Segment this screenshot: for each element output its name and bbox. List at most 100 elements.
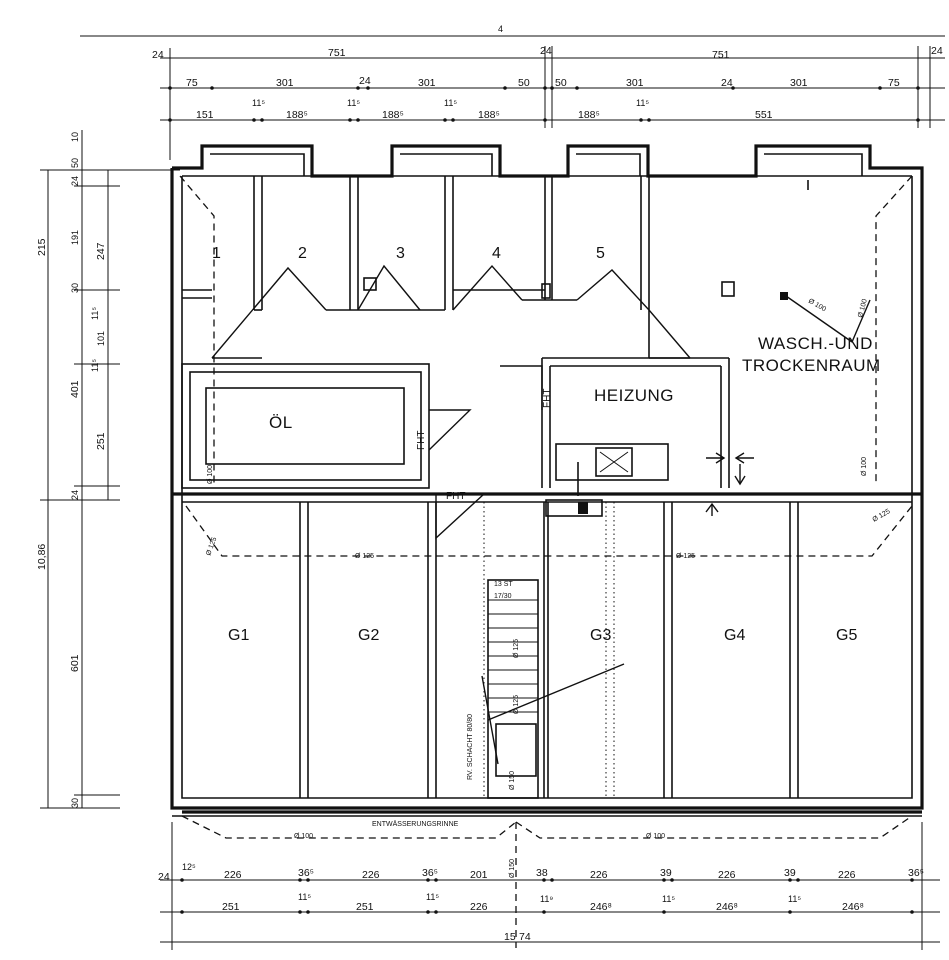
room-label-oel: ÖL xyxy=(269,413,293,432)
dim-row3-115a: 11⁵ xyxy=(252,98,265,108)
dim-left-191: 191 xyxy=(70,230,80,245)
dim-left-401: 401 xyxy=(69,380,81,398)
arrows xyxy=(705,452,754,516)
fht-label-oel: FHT xyxy=(416,431,427,450)
dim-bottom-24: 24 xyxy=(158,871,170,883)
pipe-150-drain: Ø 150 xyxy=(509,859,516,878)
dim-row3-115b: 11⁵ xyxy=(347,98,360,108)
dim-bottom-39b: 39 xyxy=(784,867,796,879)
shaft-label: RV. SCHACHT 80/80 xyxy=(467,714,474,780)
dim-left-30a: 30 xyxy=(70,283,80,293)
dim-left-50: 50 xyxy=(70,158,80,168)
dim-bottom2-115d: 11⁵ xyxy=(788,894,801,904)
dim-bottom2-119: 11⁹ xyxy=(540,894,553,904)
dim-left-24b: 24 xyxy=(70,490,80,500)
top-dimensions: 24 751 24 751 24 4 75 301 24 301 50 50 3… xyxy=(80,24,945,160)
dim-row2-301d: 301 xyxy=(790,77,808,89)
dim-bottom2-2468b: 246⁸ xyxy=(716,901,738,913)
steps-label: 13 ST xyxy=(494,581,513,588)
dim-row2-301b: 301 xyxy=(418,77,436,89)
dim-row2-301c: 301 xyxy=(626,77,644,89)
dim-bottom2-2468a: 246⁸ xyxy=(590,901,612,913)
door-swings xyxy=(211,264,691,540)
building-walls xyxy=(170,144,924,817)
garage-label-g2: G2 xyxy=(358,627,379,644)
dim-row2-50b: 50 xyxy=(555,77,567,89)
dim-row3-1885b: 188⁵ xyxy=(382,109,404,121)
staircase xyxy=(487,499,603,799)
dim-row3-115d: 11⁵ xyxy=(636,98,649,108)
dim-bottom-201: 201 xyxy=(470,869,488,881)
pipe-125-corner-right: Ø 125 xyxy=(872,508,892,524)
pipe-100-right: Ø 100 xyxy=(861,457,868,476)
oil-tank xyxy=(205,387,405,465)
dim-left-101: 101 xyxy=(96,331,106,346)
garage-label-g5: G5 xyxy=(836,627,857,644)
pipe-100-wasch-b: Ø 100 xyxy=(857,298,869,318)
dim-top-751-left: 751 xyxy=(328,47,346,59)
chimney xyxy=(545,499,603,517)
dim-bottom3-74: 74 xyxy=(519,931,531,943)
steps-ratio: 17/30 xyxy=(494,593,512,600)
dim-top-corner: 4 xyxy=(498,24,503,34)
dim-bottom-365a: 36⁵ xyxy=(298,867,314,879)
room-label-4: 4 xyxy=(492,245,501,262)
dim-bottom-125: 12⁵ xyxy=(182,862,196,872)
pipe-100-bottom-right: Ø 100 xyxy=(646,833,665,840)
dim-bottom-226d: 226 xyxy=(718,869,736,881)
dim-left-1086: 10,86 xyxy=(36,544,48,570)
dim-top-751-right: 751 xyxy=(712,49,730,61)
dim-left-24a: 24 xyxy=(70,176,80,186)
dim-bottom-226c: 226 xyxy=(590,869,608,881)
rv-shaft xyxy=(495,723,537,777)
left-dimensions: 215 401 10,86 601 10 50 24 191 30 247 11… xyxy=(36,130,180,809)
dim-left-115b: 11⁵ xyxy=(90,359,100,372)
dim-row3-1885d: 188⁵ xyxy=(578,109,600,121)
pipe-100-wasch: Ø 100 xyxy=(807,298,827,314)
dim-row3-551: 551 xyxy=(755,109,773,121)
pipe-125-stair-b: Ø 125 xyxy=(513,695,520,714)
dim-bottom2-251b: 251 xyxy=(356,901,374,913)
dim-bottom2-115c: 11⁵ xyxy=(662,894,675,904)
dim-bottom-226e: 226 xyxy=(838,869,856,881)
drainage-pipes xyxy=(179,175,913,948)
pipe-125-corner-left: Ø 125 xyxy=(205,536,218,556)
room-label-5: 5 xyxy=(596,245,605,262)
dim-top-24-mid: 24 xyxy=(540,45,552,57)
bottom-dimensions: 24 12⁵ 226 36⁵ 226 36⁵ 201 38 226 39 226… xyxy=(158,822,940,950)
dim-bottom2-226: 226 xyxy=(470,901,488,913)
dim-left-601: 601 xyxy=(69,654,81,672)
dim-left-247: 247 xyxy=(95,242,107,260)
room-labels: 1 2 3 4 5 ÖL HEIZUNG WASCH.-UND TROCKENR… xyxy=(212,245,881,644)
garage-label-g3: G3 xyxy=(590,627,611,644)
dim-row3-151: 151 xyxy=(196,109,214,121)
dim-bottom-226b: 226 xyxy=(362,869,380,881)
room-label-trocken: TROCKENRAUM xyxy=(742,356,881,375)
dim-top-24-left: 24 xyxy=(152,49,164,61)
dim-bottom3-15: 15 xyxy=(504,931,516,943)
dim-row3-1885c: 188⁵ xyxy=(478,109,500,121)
dim-bottom-38: 38 xyxy=(536,867,548,879)
dim-bottom2-115b: 11⁵ xyxy=(426,892,439,902)
room-label-heizung: HEIZUNG xyxy=(594,386,674,405)
dim-row2-75: 75 xyxy=(186,77,198,89)
dim-bottom2-115a: 11⁵ xyxy=(298,892,311,902)
dim-row2-75b: 75 xyxy=(888,77,900,89)
dim-bottom-365b: 36⁵ xyxy=(422,867,438,879)
dim-left-115a: 11⁵ xyxy=(90,307,100,320)
dim-bottom-226a: 226 xyxy=(224,869,242,881)
dim-bottom2-2468c: 246⁸ xyxy=(842,901,864,913)
dim-left-215: 215 xyxy=(36,238,48,256)
dim-left-10: 10 xyxy=(70,132,80,142)
dim-top-24-right: 24 xyxy=(931,45,943,57)
room-label-3: 3 xyxy=(396,245,405,262)
fht-label-stair: FHT xyxy=(446,491,465,502)
pipe-125-right: Ø 125 xyxy=(676,553,695,560)
dim-row2-24a: 24 xyxy=(359,75,371,87)
dim-bottom-39a: 39 xyxy=(660,867,672,879)
room-label-1: 1 xyxy=(212,245,221,262)
pipe-125-stair-a: Ø 125 xyxy=(513,639,520,658)
boiler xyxy=(555,443,669,496)
dim-left-30b: 30 xyxy=(70,798,80,808)
pipe-100-bottom-left: Ø 100 xyxy=(294,833,313,840)
